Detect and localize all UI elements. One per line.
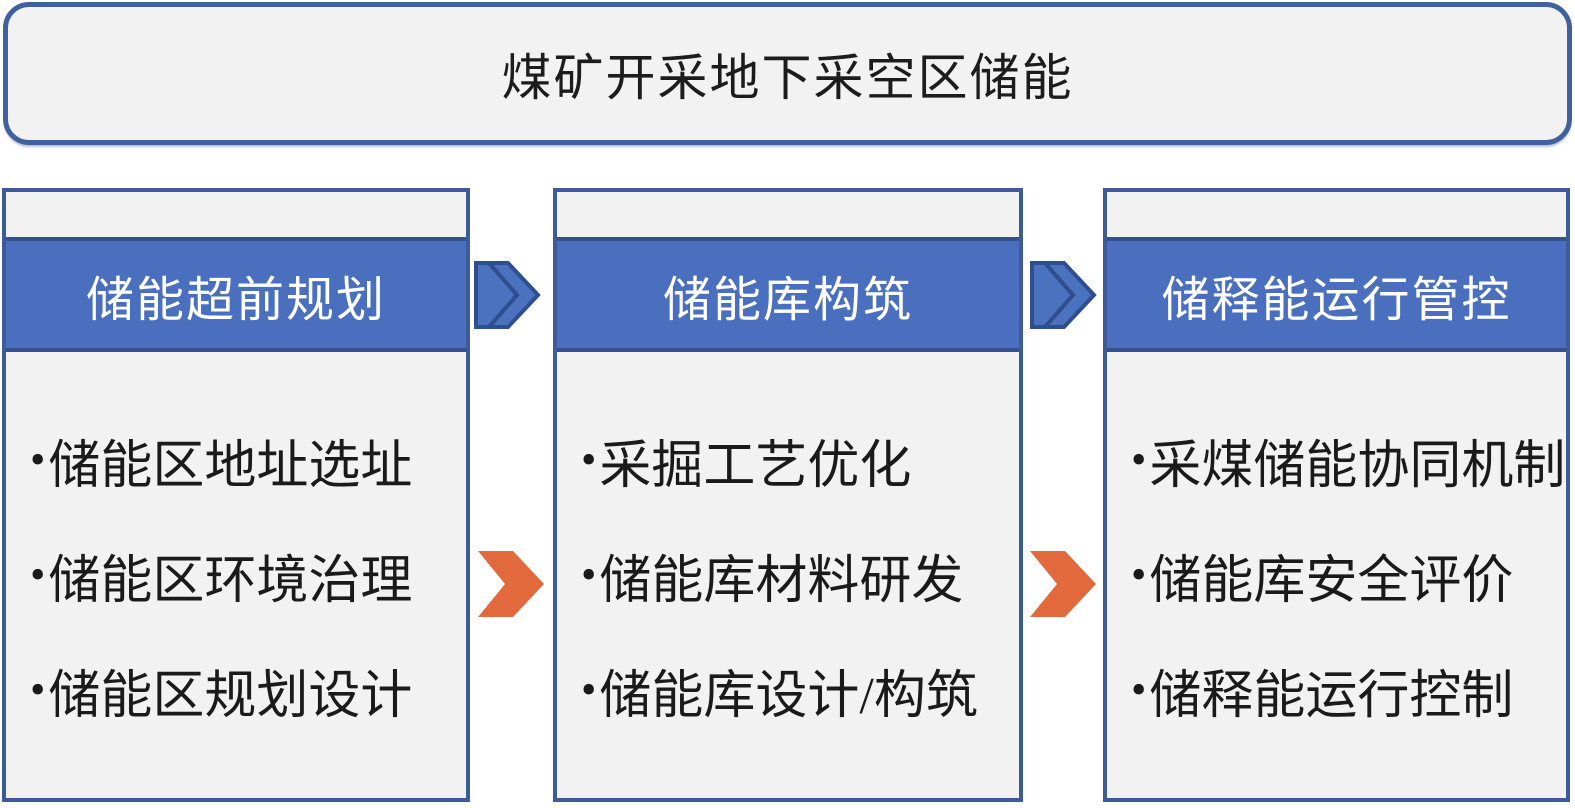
title-box: 煤矿开采地下采空区储能 (3, 2, 1572, 145)
column-body: • 采煤储能协同机制 • 储能库安全评价 • 储释能运行控制 (1107, 352, 1566, 798)
column-header-band: 储能超前规划 (6, 237, 466, 352)
bullet-marker: • (581, 435, 597, 484)
list-item: • 采掘工艺优化 (581, 403, 1019, 518)
list-item: • 储能区规划设计 (30, 633, 466, 748)
column-storage-advance-planning: 储能超前规划 • 储能区地址选址 • 储能区环境治理 • 储能区规划设计 (2, 188, 470, 802)
column-top-spacer (6, 192, 466, 237)
diagram-title: 煤矿开采地下采空区储能 (501, 49, 1074, 106)
bullet-marker: • (1131, 665, 1147, 714)
column-storage-reservoir-construction: 储能库构筑 • 采掘工艺优化 • 储能库材料研发 • 储能库设计/构筑 (553, 188, 1023, 802)
bullet-marker: • (30, 550, 46, 599)
blue-chevron-right-icon (474, 261, 541, 329)
list-item: • 采煤储能协同机制 (1131, 403, 1566, 518)
column-top-spacer (1107, 192, 1566, 237)
list-item-label: 储能库安全评价 (1149, 552, 1514, 610)
column-storage-release-operation-control: 储释能运行管控 • 采煤储能协同机制 • 储能库安全评价 • 储释能运行控制 (1103, 188, 1570, 802)
list-item-label: 储能库材料研发 (599, 552, 964, 610)
bullet-marker: • (581, 665, 597, 714)
list-item-label: 储能库设计/构筑 (599, 667, 978, 725)
list-item-label: 储能区环境治理 (48, 552, 413, 610)
list-item: • 储释能运行控制 (1131, 633, 1566, 748)
bullet-marker: • (30, 435, 46, 484)
bullet-marker: • (581, 550, 597, 599)
column-body: • 储能区地址选址 • 储能区环境治理 • 储能区规划设计 (6, 352, 466, 798)
list-item: • 储能库材料研发 (581, 518, 1019, 633)
column-header-band: 储能库构筑 (557, 237, 1019, 352)
column-top-spacer (557, 192, 1019, 237)
orange-chevron-right-icon (1030, 551, 1096, 617)
column-header-label: 储能库构筑 (662, 273, 913, 327)
column-header-label: 储能超前规划 (85, 273, 386, 327)
list-item: • 储能区地址选址 (30, 403, 466, 518)
column-header-band: 储释能运行管控 (1107, 237, 1566, 352)
orange-chevron-right-icon (478, 551, 544, 617)
list-item: • 储能库设计/构筑 (581, 633, 1019, 748)
list-item-label: 储释能运行控制 (1149, 667, 1514, 725)
list-item-label: 储能区规划设计 (48, 667, 413, 725)
list-item-label: 储能区地址选址 (48, 437, 413, 495)
list-item-label: 采掘工艺优化 (599, 437, 912, 495)
list-item: • 储能区环境治理 (30, 518, 466, 633)
bullet-marker: • (30, 665, 46, 714)
bullet-marker: • (1131, 550, 1147, 599)
column-body: • 采掘工艺优化 • 储能库材料研发 • 储能库设计/构筑 (557, 352, 1019, 798)
list-item: • 储能库安全评价 (1131, 518, 1566, 633)
column-header-label: 储释能运行管控 (1161, 273, 1512, 327)
list-item-label: 采煤储能协同机制 (1149, 437, 1566, 495)
bullet-marker: • (1131, 435, 1147, 484)
blue-chevron-right-icon (1030, 261, 1097, 329)
